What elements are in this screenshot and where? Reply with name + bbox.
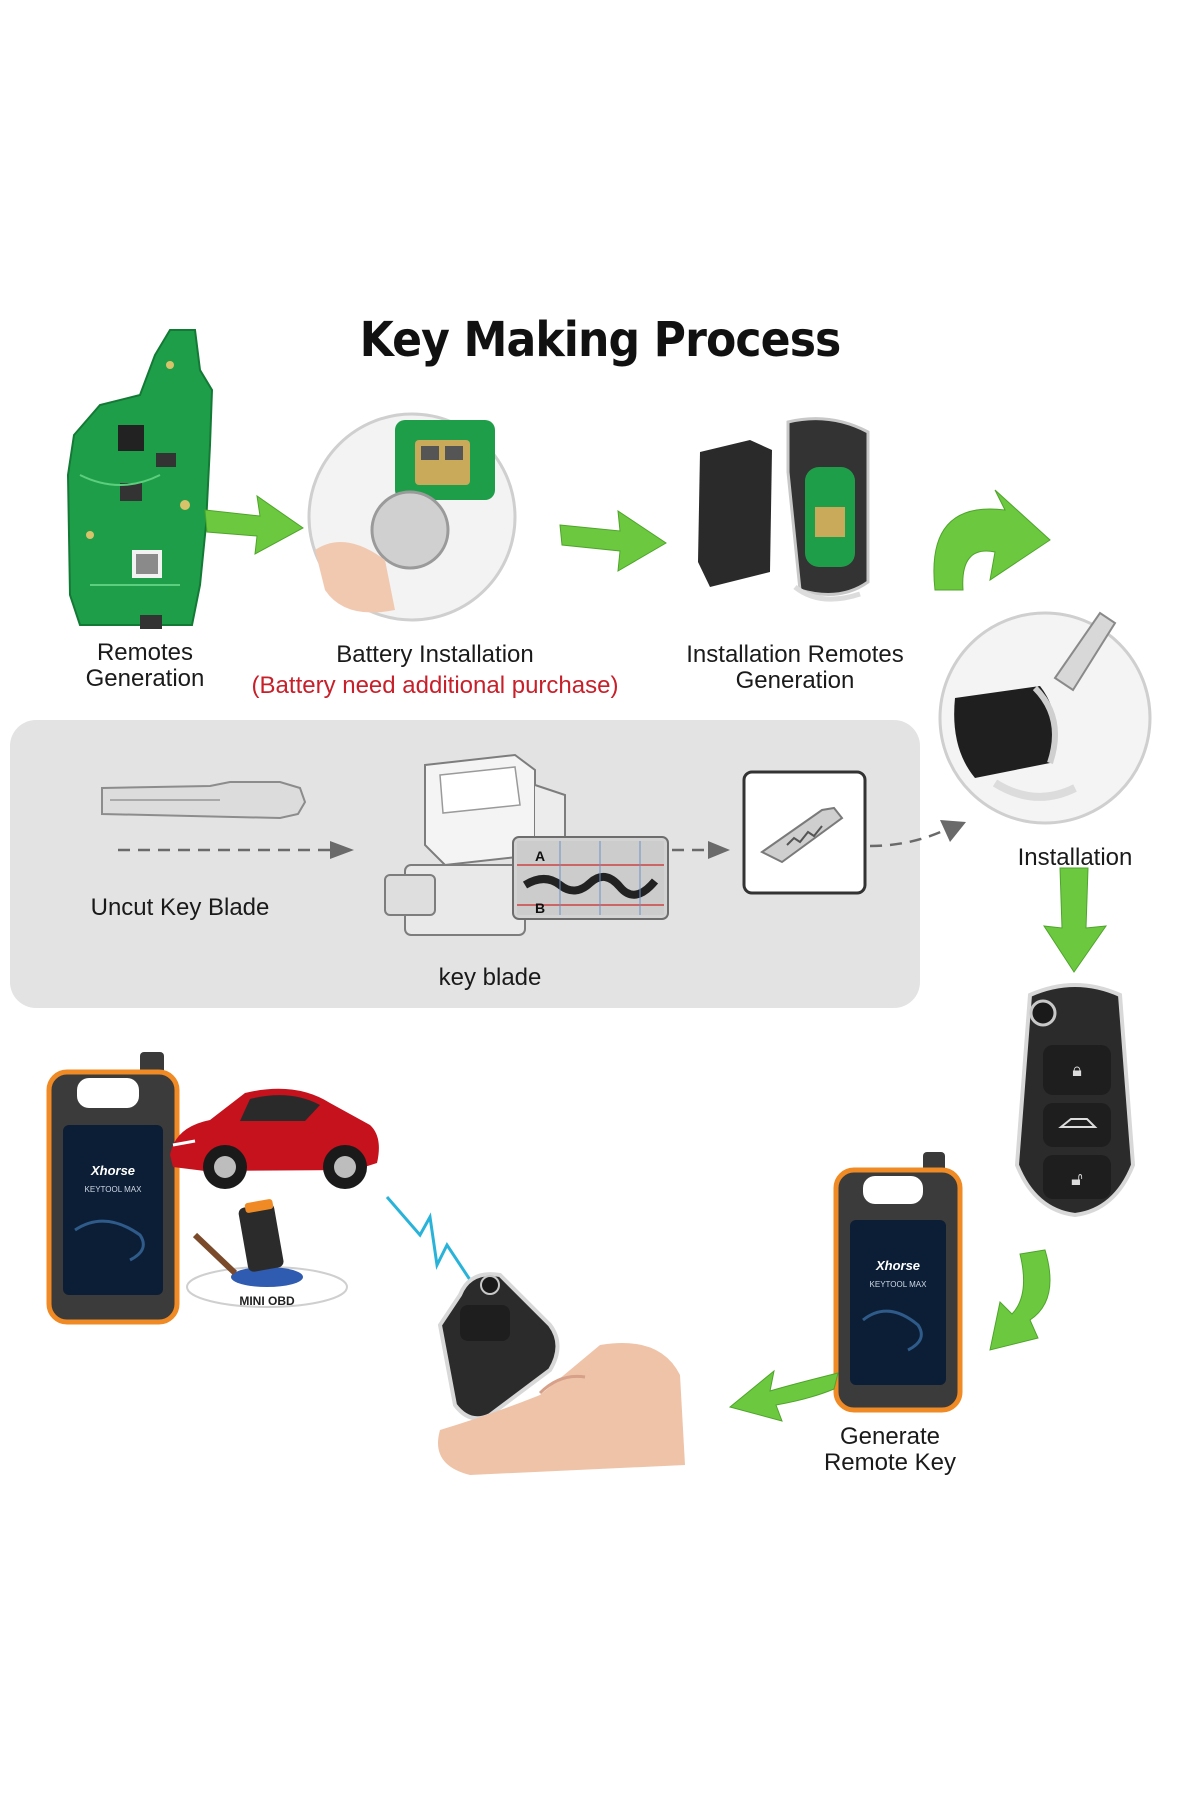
page-title: Key Making Process <box>359 312 842 368</box>
key-cutting-machine-image: A B <box>384 753 669 936</box>
mini-obd-label: MINI OBD <box>239 1294 295 1308</box>
uncut-key-blade-image <box>101 781 307 820</box>
flow-arrow-1 <box>204 494 304 555</box>
flow-arrow-2 <box>559 509 667 572</box>
svg-text:🔒︎: 🔒︎ <box>1072 1060 1082 1080</box>
uncut-key-blade-label: Uncut Key Blade <box>90 894 270 921</box>
dashed-arrow-2 <box>672 841 730 859</box>
device-model-right: KEYTOOL MAX <box>870 1280 928 1289</box>
curved-flow-arrow <box>933 489 1051 591</box>
battery-installation-label: Battery Installation <box>336 641 534 668</box>
device-brand-right: Xhorse <box>875 1258 920 1273</box>
battery-purchase-note: (Battery need additional purchase) <box>251 672 619 699</box>
pcb-board-image <box>66 329 214 629</box>
battery-installation-image <box>307 412 517 622</box>
dashed-arrow-3 <box>869 820 966 848</box>
red-car-image <box>170 1088 379 1189</box>
svg-text:🔓︎: 🔓︎ <box>1071 1169 1083 1189</box>
device-brand-left: Xhorse <box>90 1163 135 1178</box>
key-shell-halves-image <box>698 417 870 602</box>
installation-label: Installation <box>1017 844 1133 871</box>
finished-flip-key-image: 🔒︎ 🔓︎ <box>1014 983 1136 1218</box>
remotes-generation-label: Remotes Generation <box>85 639 205 692</box>
cut-key-blade-image <box>742 770 867 895</box>
key-blade-label: key blade <box>438 964 542 991</box>
blade-installation-image <box>938 611 1152 825</box>
keytool-max-device-left: Xhorse KEYTOOL MAX <box>46 1052 180 1325</box>
installation-remotes-generation-label: Installation Remotes Generation <box>686 641 904 694</box>
generate-remote-key-label: Generate Remote Key <box>823 1423 957 1476</box>
axis-a-label: A <box>535 848 545 864</box>
device-model-left: KEYTOOL MAX <box>85 1185 143 1194</box>
flow-arrow-down <box>1043 867 1108 973</box>
flow-arrow-curve-left <box>989 1249 1051 1351</box>
hand-holding-remote-image <box>437 1272 685 1475</box>
mini-obd-adapter-image: MINI OBD <box>186 1199 348 1308</box>
dashed-arrow-1 <box>118 841 354 859</box>
axis-b-label: B <box>535 900 545 916</box>
signal-wave-icon <box>385 1196 482 1296</box>
keytool-max-device-right: Xhorse KEYTOOL MAX <box>833 1152 963 1413</box>
flow-arrow-left <box>728 1369 839 1422</box>
